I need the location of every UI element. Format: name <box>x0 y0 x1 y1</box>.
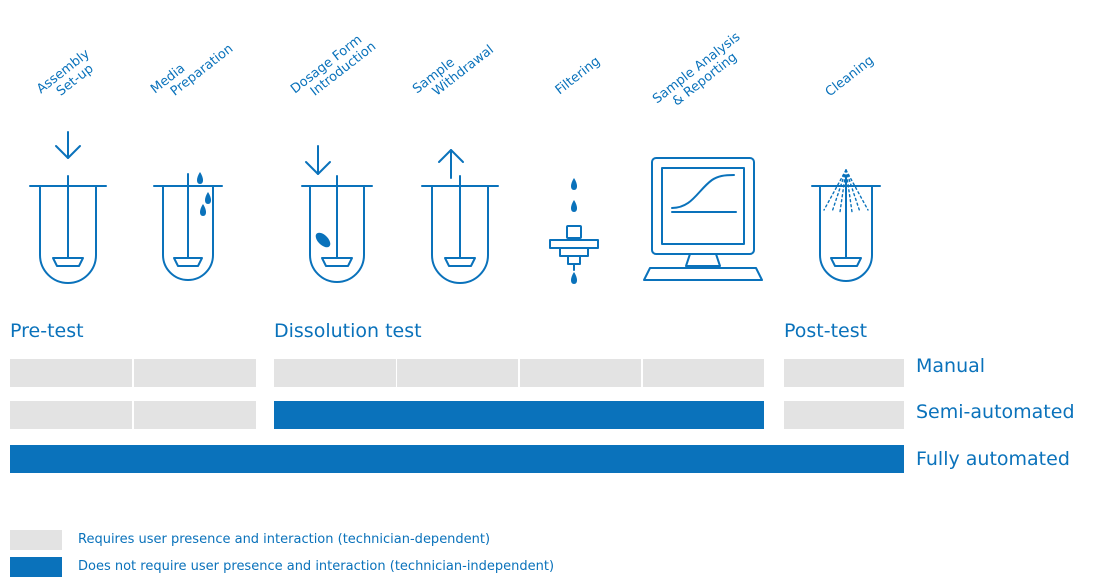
vessel-with-spray-icon <box>811 175 881 282</box>
row-label-manual: Manual <box>916 355 986 377</box>
bar-manual-dependent <box>10 359 132 387</box>
section-pre-test: Pre-test <box>10 320 84 342</box>
row-label-semi-automated: Semi-automated <box>916 401 1075 423</box>
bar-manual-dependent <box>784 359 904 387</box>
vessel-with-tablet-icon <box>301 145 373 283</box>
computer-monitor-icon <box>643 157 763 281</box>
bar-manual-dependent <box>134 359 256 387</box>
bar-semi-automated-dependent <box>784 401 904 429</box>
legend-swatch-technician-independent <box>10 557 62 577</box>
bar-manual-dependent <box>520 359 641 387</box>
vessel-with-up-arrow-icon <box>421 149 499 284</box>
section-post-test: Post-test <box>784 320 868 342</box>
bar-manual-dependent <box>274 359 396 387</box>
bar-semi-automated-dependent <box>134 401 256 429</box>
bar-semi-automated-independent <box>274 401 764 429</box>
row-label-fully-automated: Fully automated <box>916 448 1070 470</box>
step-icons <box>29 131 881 284</box>
legend-swatch-technician-dependent <box>10 530 62 550</box>
legend-text-technician-dependent: Requires user presence and interaction (… <box>78 532 491 547</box>
bar-semi-automated-dependent <box>10 401 132 429</box>
bar-fully-automated-independent <box>10 445 904 473</box>
vessel-with-drops-icon <box>153 173 223 281</box>
section-dissolution-test: Dissolution test <box>274 320 422 342</box>
bar-manual-dependent <box>643 359 764 387</box>
vessel-with-down-arrow-icon <box>29 131 107 284</box>
filter-icon <box>549 225 599 271</box>
bar-manual-dependent <box>397 359 518 387</box>
legend-text-technician-independent: Does not require user presence and inter… <box>78 559 555 574</box>
